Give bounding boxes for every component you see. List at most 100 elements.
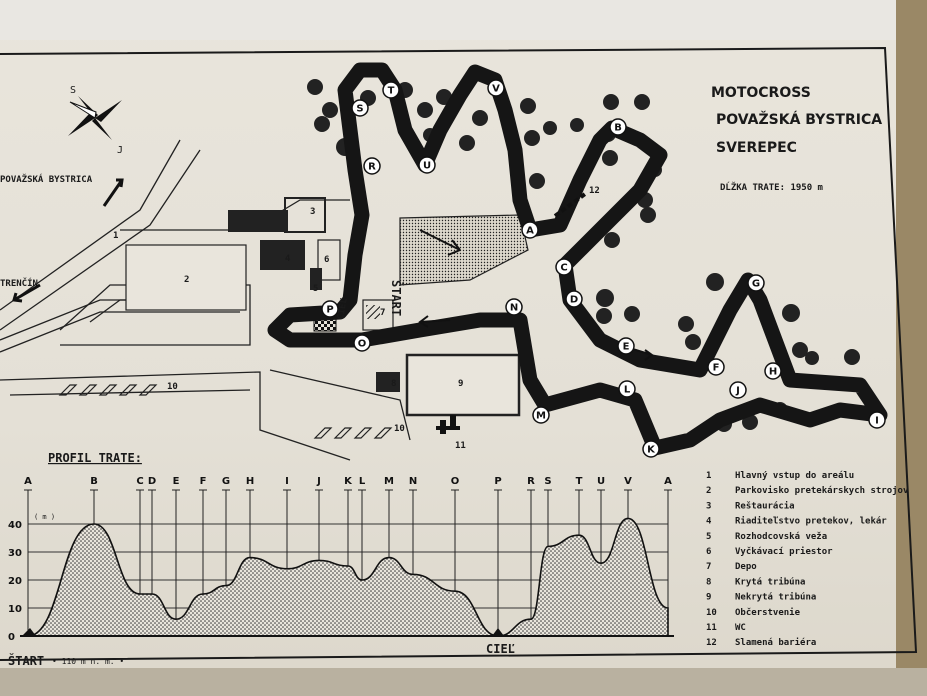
checkpoint-circle	[565, 290, 583, 308]
checkpoint-marker: O	[353, 334, 371, 352]
checkpoint-marker: A	[521, 221, 539, 239]
profile-station-label: L	[359, 476, 366, 487]
start-triangle-icon	[22, 628, 36, 636]
profile-y-tick: 30	[8, 548, 22, 559]
start-label-bottom: ŠTART	[8, 653, 44, 668]
checkpoint-circle	[521, 221, 539, 239]
finish-label-map: CIEĽ	[336, 297, 350, 321]
profile-station-label: V	[624, 476, 632, 487]
profile-y-tick: 40	[8, 520, 22, 531]
legend-text: Depo	[735, 562, 757, 572]
area-number: 10	[394, 424, 405, 434]
top-page-edge	[0, 0, 900, 40]
compass-south: J	[117, 145, 123, 156]
finish-label-bottom: CIEĽ	[486, 642, 515, 656]
checkpoint-letter: A	[526, 226, 534, 237]
checkpoint-circle	[532, 406, 550, 424]
checkpoint-letter: M	[536, 411, 546, 422]
bottom-edge	[0, 668, 927, 696]
profile-y-tick: 0	[8, 632, 15, 643]
checkpoint-marker: U	[418, 156, 436, 174]
profile-y-tick: 20	[8, 576, 22, 587]
area-open-stand	[405, 353, 521, 417]
area-parking	[125, 244, 247, 311]
altitude-note: • 110 m n. m. •	[52, 657, 124, 666]
title-line-1: MOTOCROSS	[711, 85, 811, 101]
checkpoint-letter: K	[647, 445, 656, 456]
checkpoint-circle	[353, 334, 371, 352]
profile-station-label: O	[451, 476, 460, 487]
legend-number: 9	[706, 593, 711, 603]
area-number: 12	[589, 186, 600, 196]
legend-number: 5	[706, 532, 711, 542]
checkpoint-circle	[351, 99, 369, 117]
profile-station-label: E	[173, 476, 180, 487]
checkpoint-circle	[505, 298, 523, 316]
checkpoint-circle	[868, 411, 886, 429]
profile-station-label: N	[409, 476, 417, 487]
race-track	[267, 62, 888, 456]
area-number: 4	[285, 254, 291, 264]
legend-text: Reštaurácia	[735, 500, 795, 511]
checkpoint-circle	[555, 258, 573, 276]
checkpoint-circle	[747, 274, 765, 292]
checkpoint-letter: V	[492, 84, 500, 95]
area-number: 8	[391, 379, 396, 389]
area-number: 2	[184, 275, 189, 285]
profile-station-label: H	[246, 476, 254, 487]
legend-text: Parkovisko pretekárskych strojov	[735, 485, 909, 496]
checkpoint-letter: G	[752, 279, 760, 290]
area-number-labels: 1 2 3 4 5 6 7 8 9 10 10 11 12	[113, 186, 600, 451]
checkpoint-marker: V	[487, 79, 505, 97]
checkpoint-letter: S	[356, 104, 363, 115]
checkpoint-marker: K	[642, 440, 660, 458]
checkpoint-circle	[764, 362, 782, 380]
checkpoint-marker: L	[618, 380, 636, 398]
checkpoint-letter: J	[735, 386, 740, 397]
building-covered-stand	[376, 372, 400, 392]
legend-number: 4	[706, 517, 712, 527]
area-number: 6	[324, 255, 329, 265]
area-waiting	[317, 239, 341, 281]
checkpoint-marker: E	[617, 337, 635, 355]
checkpoint-marker: R	[363, 157, 381, 175]
area-number: 3	[310, 207, 315, 217]
checkpoint-circle	[617, 337, 635, 355]
checkpoint-letter: H	[769, 367, 777, 378]
profile-station-label: A	[664, 476, 672, 487]
checkpoint-circle	[382, 81, 400, 99]
unit-label: ( m )	[34, 513, 55, 521]
profile-station-label: R	[527, 476, 535, 487]
area-number: 9	[458, 379, 463, 389]
building-direction	[260, 240, 305, 270]
legend-number: 8	[706, 577, 711, 587]
checkpoint-letter: I	[875, 416, 879, 427]
checkpoint-marker: J	[729, 381, 747, 399]
direction-bystrica: POVAŽSKÁ BYSTRICA	[0, 173, 93, 185]
checkpoint-marker: F	[707, 358, 725, 376]
legend-text: Občerstvenie	[735, 607, 801, 618]
track-length: DĹŽKA TRATE: 1950 m	[720, 181, 824, 193]
title-line-3: SVEREPEC	[716, 140, 797, 156]
area-number: 10	[167, 382, 178, 392]
profile-station-label: G	[222, 476, 230, 487]
checkpoint-circle	[321, 300, 339, 318]
checkpoint-letter: U	[423, 161, 431, 172]
road-network	[0, 139, 411, 461]
building-restaurant	[228, 210, 288, 232]
checkpoint-letter: T	[388, 86, 395, 97]
checkpoint-circle	[363, 157, 381, 175]
compass-rose-icon	[68, 96, 122, 140]
profile-station-label: B	[90, 476, 98, 487]
legend-text: Nekrytá tribúna	[735, 592, 816, 603]
legend-text: WC	[735, 623, 746, 633]
building-restaurant-2	[284, 197, 326, 233]
legend-text: Riaditeľstvo pretekov, lekár	[735, 516, 887, 527]
map-frame	[0, 46, 918, 661]
checkpoint-circle	[609, 118, 627, 136]
profile-station-label: C	[136, 476, 143, 487]
legend-text: Rozhodcovská veža	[735, 532, 827, 542]
